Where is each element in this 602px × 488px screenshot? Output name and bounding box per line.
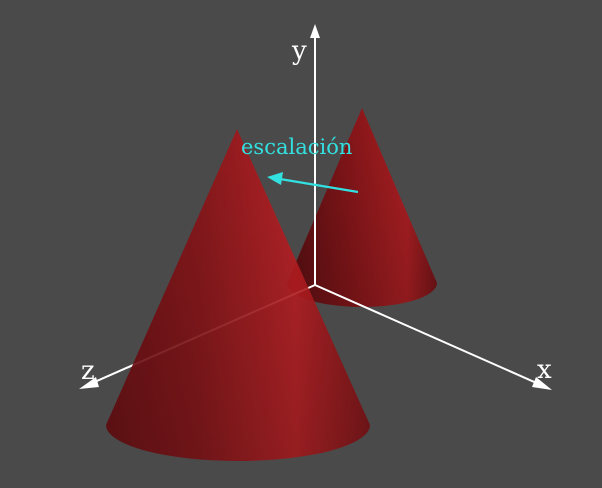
z-axis-label: z (81, 356, 95, 386)
z-axis-arrowhead (79, 377, 99, 389)
y-axis-label: y (291, 36, 307, 66)
x-axis-label: x (537, 355, 552, 385)
x-axis-arrowhead (532, 377, 552, 390)
y-axis-arrowhead (310, 24, 320, 38)
scaled-cone (287, 108, 437, 307)
scaling-annotation-label: escalación (241, 135, 352, 159)
scaling-arrow (267, 172, 359, 194)
x-axis-line (314, 284, 542, 386)
original-cone (106, 129, 370, 461)
